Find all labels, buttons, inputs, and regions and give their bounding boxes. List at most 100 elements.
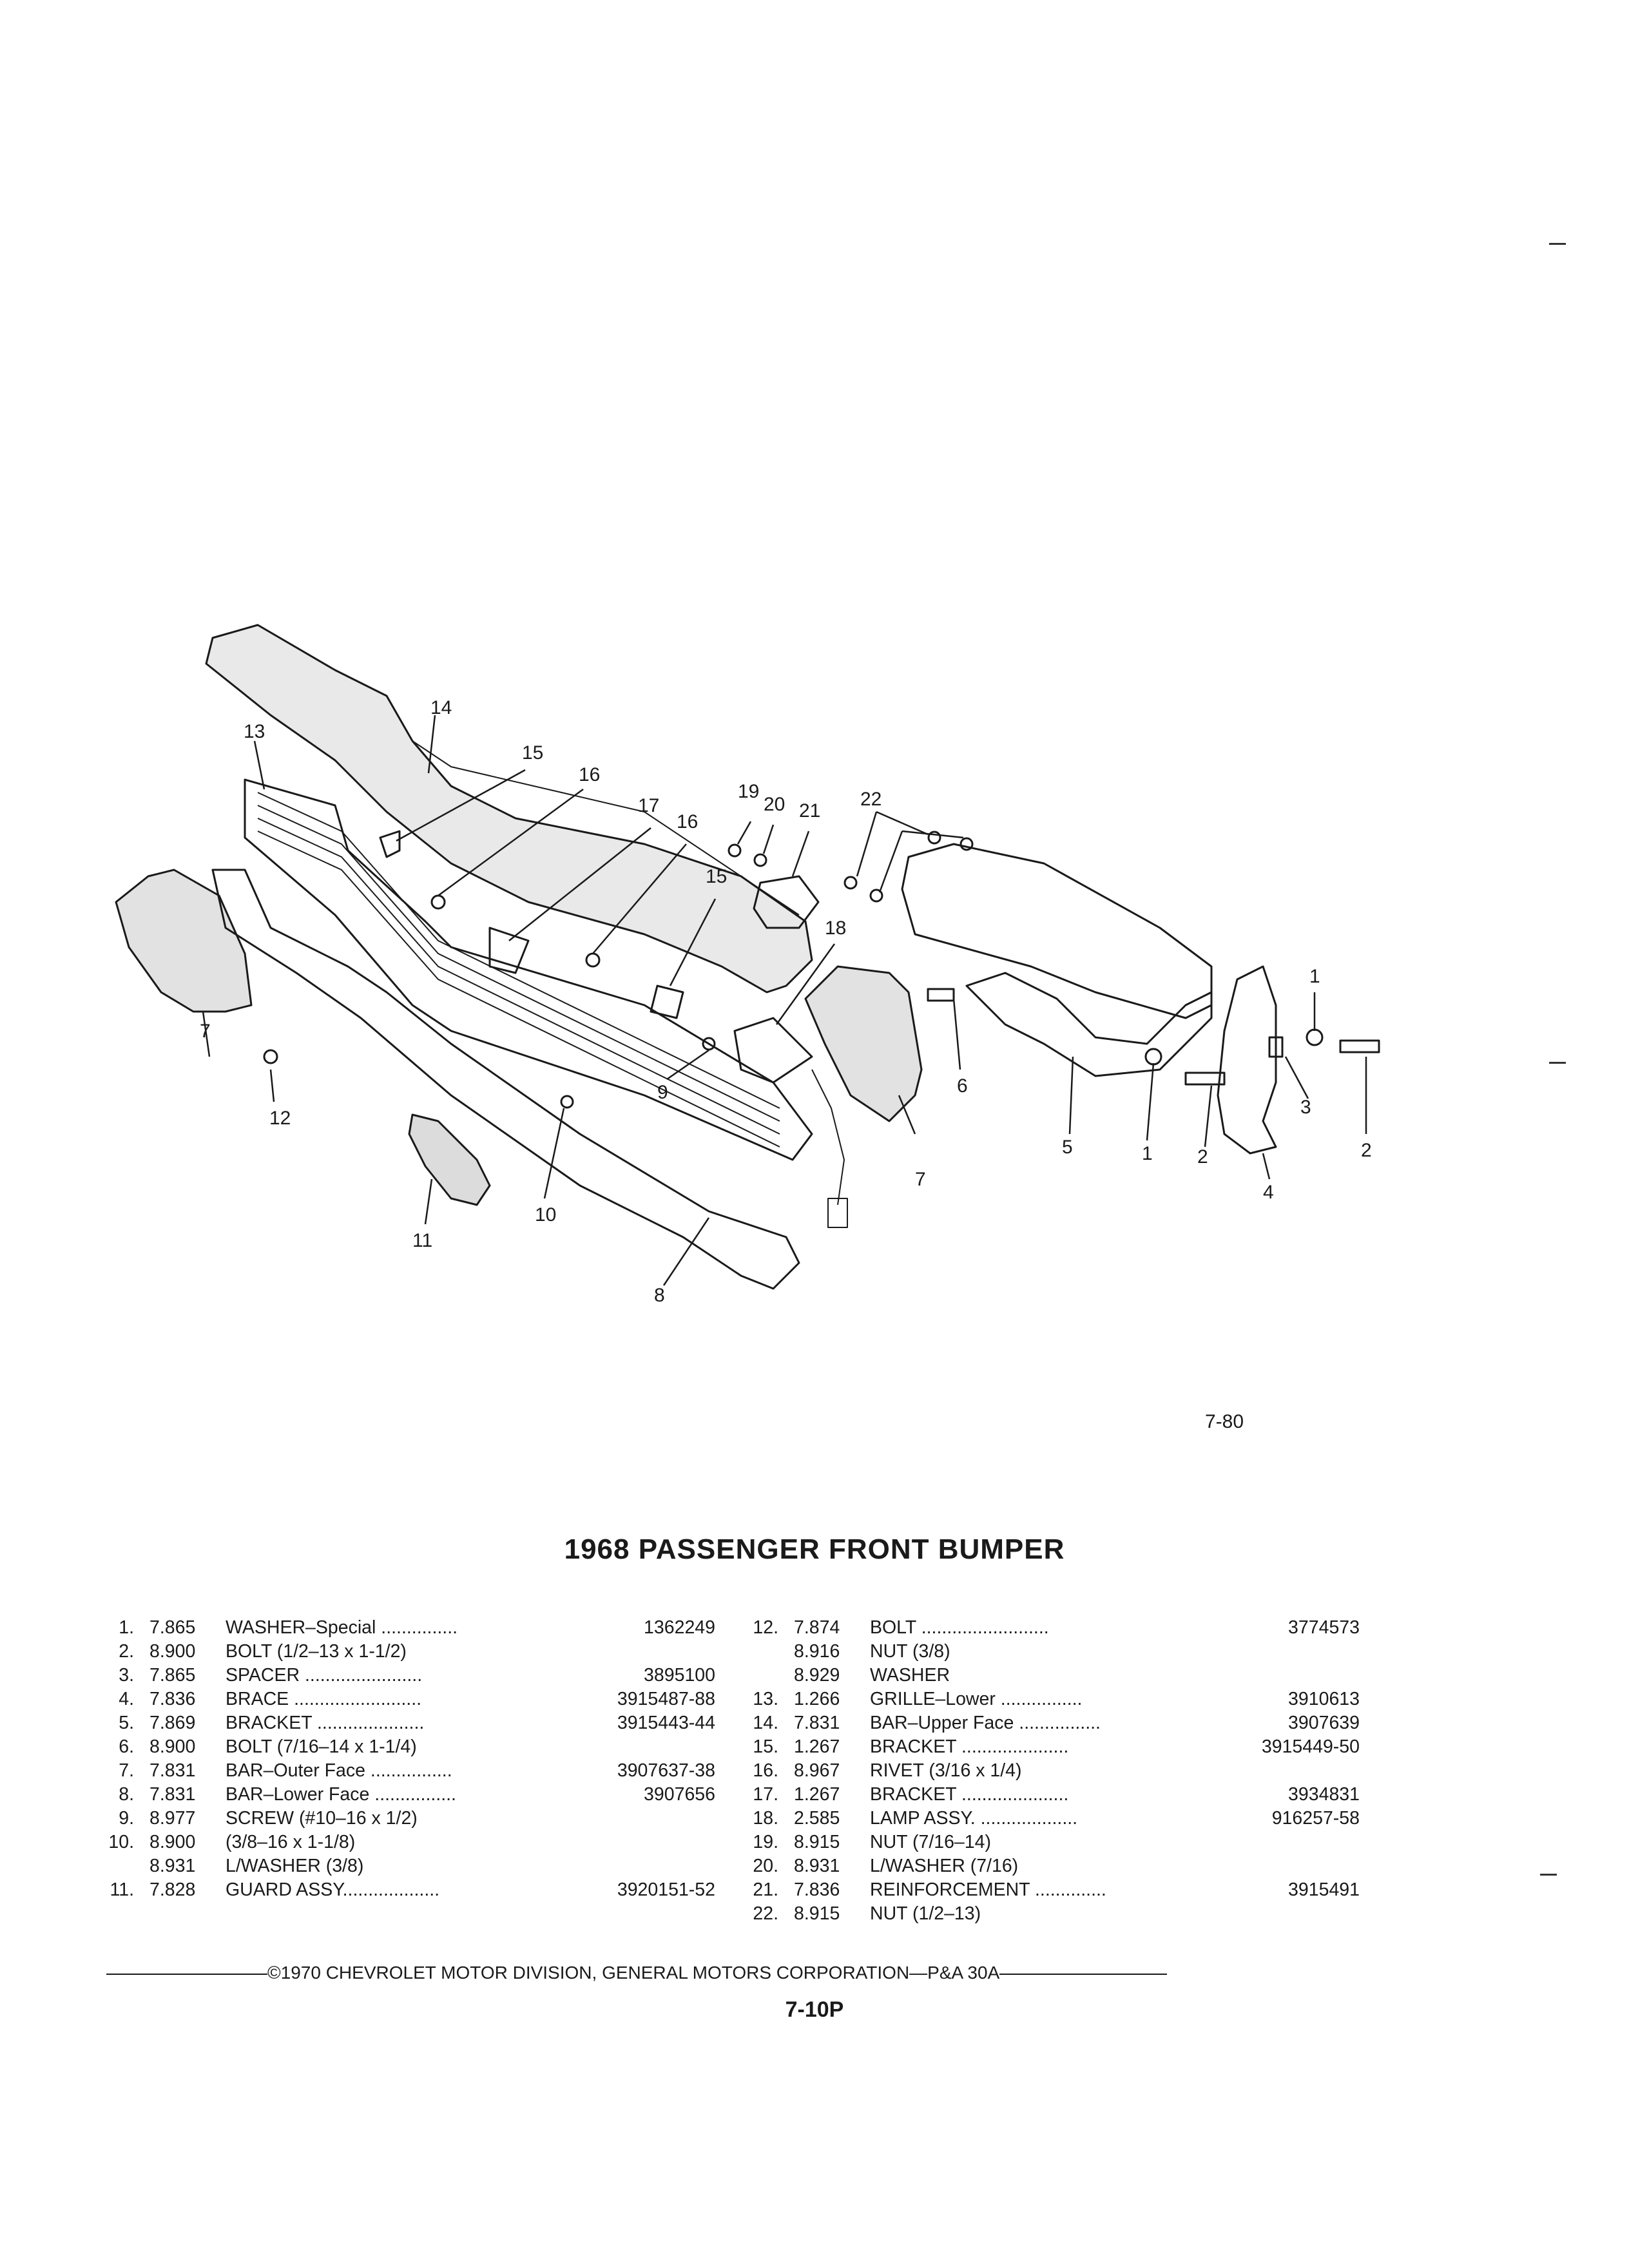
part-description: BAR–Upper Face ................ [870, 1713, 1101, 1733]
group-number: 8.929 [794, 1665, 840, 1686]
callout-16-b: 16 [677, 811, 698, 832]
callout-21: 21 [799, 800, 820, 822]
part-description: BRACKET ..................... [870, 1736, 1069, 1757]
item-number: 4. [119, 1689, 134, 1709]
part-number: 3915491 [1288, 1879, 1360, 1900]
part-number: 3907637-38 [617, 1760, 715, 1781]
group-number: 7.828 [149, 1879, 196, 1900]
item-number: 5. [119, 1713, 134, 1733]
item-number: 19. [753, 1832, 778, 1852]
callout-15-a: 15 [522, 742, 543, 764]
parts-list-row: 8.929 WASHER [741, 1664, 1360, 1687]
item-number: 7. [119, 1760, 134, 1781]
part-number: 3920151-52 [617, 1879, 715, 1900]
part-description: WASHER [870, 1665, 950, 1686]
item-number: 17. [753, 1784, 778, 1805]
part-number: 3774573 [1288, 1617, 1360, 1638]
brace-shape [1217, 965, 1277, 1155]
part-description: SPACER ....................... [226, 1665, 423, 1686]
group-number: 8.916 [794, 1641, 840, 1662]
item-number: 15. [753, 1736, 778, 1757]
callout-6: 6 [957, 1075, 968, 1097]
callout-7-b: 7 [915, 1169, 926, 1190]
callout-18: 18 [825, 918, 846, 939]
group-number: 8.931 [794, 1856, 840, 1876]
part-description: LAMP ASSY. ................... [870, 1808, 1078, 1829]
parts-list-row: 3. 7.865 SPACER ....................... 389… [97, 1664, 715, 1687]
item-number: 18. [753, 1808, 778, 1829]
right-outer-face-shape [804, 965, 923, 1122]
group-number: 7.865 [149, 1665, 196, 1686]
group-number: 8.900 [149, 1736, 196, 1757]
item-number: 2. [119, 1641, 134, 1662]
callout-12: 12 [269, 1108, 291, 1129]
part-description: NUT (1/2–13) [870, 1903, 981, 1924]
part-number: 3895100 [644, 1665, 715, 1686]
group-number: 1.266 [794, 1689, 840, 1709]
part-number: 3915443-44 [617, 1713, 715, 1733]
part-description: BRACKET ..................... [870, 1784, 1069, 1805]
part-number: 3915449-50 [1261, 1736, 1360, 1757]
exploded-parts-diagram: 14 13 15 16 17 16 15 19 20 21 22 18 7 12… [115, 624, 1380, 1306]
callout-1-a: 1 [1142, 1143, 1153, 1164]
lamp-shape [733, 1017, 813, 1084]
group-number: 8.900 [149, 1832, 196, 1852]
group-number: 1.267 [794, 1784, 840, 1805]
group-number: 7.831 [794, 1713, 840, 1733]
item-number: 22. [753, 1903, 778, 1924]
callout-22: 22 [860, 789, 882, 810]
callout-16-a: 16 [579, 764, 600, 785]
group-number: 7.831 [149, 1784, 196, 1805]
part-description: L/WASHER (7/16) [870, 1856, 1019, 1876]
part-number: 1362249 [644, 1617, 715, 1638]
group-number: 8.977 [149, 1808, 196, 1829]
item-number: 11. [110, 1879, 134, 1900]
group-number: 7.865 [149, 1617, 196, 1638]
part-description: BAR–Outer Face ................ [226, 1760, 452, 1781]
callout-8: 8 [654, 1285, 665, 1306]
item-number: 21. [753, 1879, 778, 1900]
callout-14: 14 [430, 697, 452, 718]
item-number: 3. [119, 1665, 134, 1686]
figure-number: 7-80 [1205, 1411, 1244, 1432]
part-description: BOLT ......................... [870, 1617, 1049, 1638]
group-number: 7.831 [149, 1760, 196, 1781]
bracket-5-shape [965, 972, 1213, 1077]
item-number: 9. [119, 1808, 134, 1829]
group-number: 7.874 [794, 1617, 840, 1638]
part-description: WASHER–Special ............... [226, 1617, 458, 1638]
part-number: 3907656 [644, 1784, 715, 1805]
parts-list-row: 7. 7.831 BAR–Outer Face ................ 39… [97, 1759, 715, 1783]
part-description: SCREW (#10–16 x 1/2) [226, 1808, 418, 1829]
copyright-line: ©1970 CHEVROLET MOTOR DIVISION, GENERAL … [106, 1963, 1356, 1983]
part-description: BAR–Lower Face ................ [226, 1784, 456, 1805]
part-description: NUT (7/16–14) [870, 1832, 991, 1852]
guard-shape [408, 1113, 491, 1206]
lower-face-bar-shape [211, 869, 800, 1290]
callout-10: 10 [535, 1204, 556, 1225]
item-number: 16. [753, 1760, 778, 1781]
callout-5: 5 [1062, 1137, 1073, 1158]
item-number: 20. [753, 1856, 778, 1876]
group-number: 7.869 [149, 1713, 196, 1733]
callout-2-b: 2 [1361, 1140, 1372, 1161]
callout-1-b: 1 [1309, 966, 1320, 987]
group-number: 8.931 [149, 1856, 196, 1876]
part-description: BOLT (7/16–14 x 1-1/4) [226, 1736, 417, 1757]
callout-15-b: 15 [706, 866, 727, 887]
group-number: 8.900 [149, 1641, 196, 1662]
